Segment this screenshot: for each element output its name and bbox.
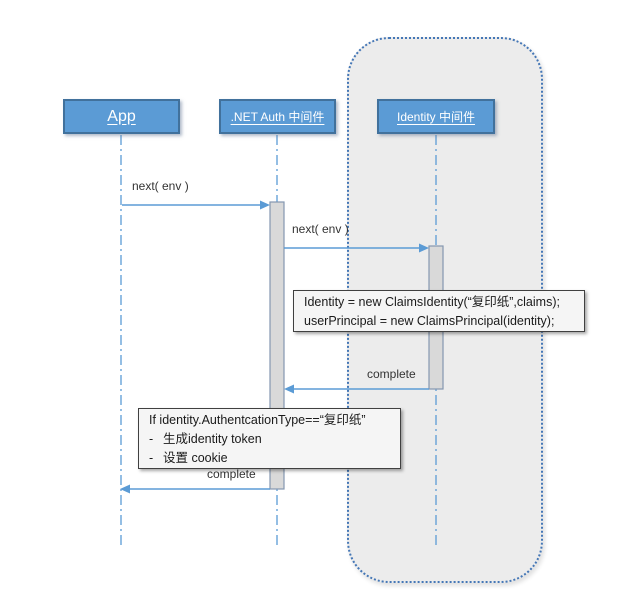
note-authentication-check: If identity.AuthentcationType==“复印纸” - 生… (138, 408, 401, 469)
participant-label-identity: Identity 中间件 (396, 110, 476, 124)
message-label-complete-1: complete (367, 367, 416, 381)
arrowhead-complete-2 (120, 484, 130, 494)
note-bullet-text: 生成identity token (163, 432, 262, 446)
arrowhead-complete-1 (284, 384, 294, 394)
message-label-next-env-2: next( env ) (292, 222, 349, 236)
note-line: Identity = new ClaimsIdentity(“复印纸”,clai… (304, 295, 560, 309)
note-bullet-item: - 生成identity token (149, 430, 400, 449)
note-bullet-item: - 设置 cookie (149, 449, 400, 468)
arrowhead-next-env-1 (260, 200, 270, 210)
participant-box-net-auth: .NET Auth 中间件 (219, 99, 336, 134)
participant-box-identity: Identity 中间件 (377, 99, 495, 134)
note-title: If identity.AuthentcationType==“复印纸” (149, 413, 366, 427)
note-bullet-text: 设置 cookie (163, 451, 228, 465)
bullet-dash: - (149, 451, 154, 465)
participant-label-app: App (107, 107, 136, 125)
note-claims-identity: Identity = new ClaimsIdentity(“复印纸”,clai… (293, 290, 585, 332)
participant-label-net-auth: .NET Auth 中间件 (230, 110, 325, 124)
message-label-complete-2: complete (207, 467, 256, 481)
bullet-dash: - (149, 432, 154, 446)
message-label-next-env-1: next( env ) (132, 179, 189, 193)
note-line: userPrincipal = new ClaimsPrincipal(iden… (304, 314, 555, 328)
participant-box-app: App (63, 99, 180, 134)
arrowhead-next-env-2 (419, 243, 429, 253)
